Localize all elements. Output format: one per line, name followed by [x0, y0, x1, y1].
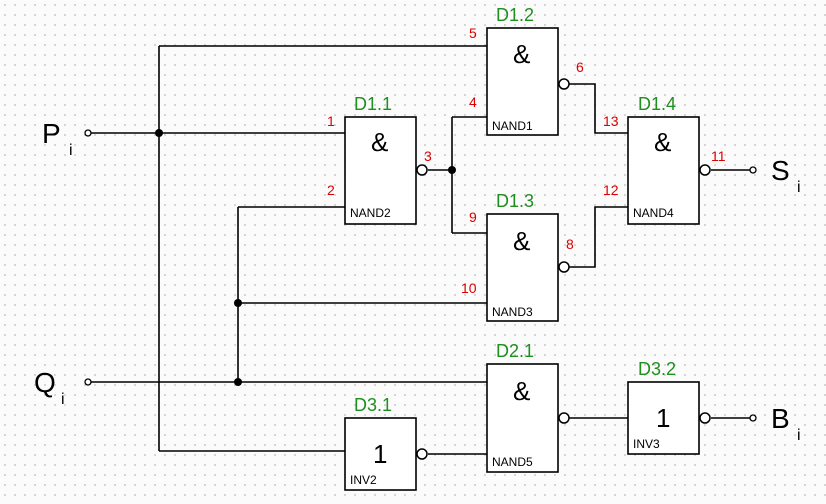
gate-d14-ref: D1.4 [638, 94, 676, 114]
gate-d21-box [486, 363, 559, 473]
gate-d32-inversion-bubble [699, 412, 711, 424]
gate-d14-symbol: & [654, 127, 671, 157]
signal-q-label: Q [34, 367, 56, 398]
gate-d13-inversion-bubble [558, 261, 570, 273]
gate-d11-pin-out: 3 [424, 148, 432, 164]
gate-d21-name: NAND5 [492, 455, 533, 469]
gate-d13-name: NAND3 [492, 305, 533, 319]
junction-dot [448, 166, 456, 174]
terminal-p [84, 129, 92, 137]
gate-d32-ref: D3.2 [638, 359, 676, 379]
junctions [155, 129, 456, 386]
gate-d11-pin-in2: 2 [327, 182, 335, 198]
gate-d31-name: INV2 [350, 473, 377, 487]
gate-d13-ref: D1.3 [496, 191, 534, 211]
gate-d12-inversion-bubble [558, 78, 570, 90]
terminal-b [749, 414, 757, 422]
signal-p-subscript: i [69, 142, 73, 159]
gate-d21-ref: D2.1 [496, 341, 534, 361]
junction-dot [234, 378, 242, 386]
gate-d12-box [486, 27, 559, 136]
terminals [84, 129, 757, 422]
signal-s-label: S [771, 155, 790, 186]
signal-b-label: B [771, 403, 790, 434]
gate-d14: D1.4 & NAND4 13 12 11 [603, 94, 726, 225]
signal-p-label: P [42, 118, 61, 149]
gate-d32-symbol: 1 [656, 403, 670, 433]
gate-d31-box [344, 417, 417, 491]
gate-d14-name: NAND4 [633, 206, 674, 220]
junction-dot [155, 129, 163, 137]
gate-d32: D3.2 1 INV3 [627, 359, 711, 455]
gate-d11-inversion-bubble [416, 164, 428, 176]
gate-d12: D1.2 & NAND1 5 4 6 [469, 5, 584, 136]
gate-d11-pin-in1: 1 [327, 113, 335, 129]
gate-d13-pin-in2: 10 [461, 280, 477, 296]
gate-d13-pin-in1: 9 [469, 209, 477, 225]
terminal-s [749, 166, 757, 174]
gate-d21: D2.1 & NAND5 [486, 341, 570, 473]
gate-d12-pin-in2: 4 [469, 94, 477, 110]
gate-d12-name: NAND1 [492, 119, 533, 133]
gate-d31: D3.1 1 INV2 [344, 395, 428, 491]
gate-d21-symbol: & [513, 376, 530, 406]
gate-d11-symbol: & [371, 127, 388, 157]
gate-d13-symbol: & [513, 226, 530, 256]
gate-d13-box [486, 213, 559, 322]
gate-d11-ref: D1.1 [354, 94, 392, 114]
gate-d32-box [627, 381, 700, 455]
junction-dot [234, 299, 242, 307]
gate-d31-ref: D3.1 [354, 395, 392, 415]
signal-s-subscript: i [797, 179, 801, 196]
gate-d12-symbol: & [513, 39, 530, 69]
gate-d14-pin-out: 11 [711, 148, 726, 164]
wire-d12-to-d14 [569, 83, 628, 134]
wire-d13-to-d14 [569, 206, 628, 268]
gate-d11: D1.1 & NAND2 1 2 3 [327, 94, 432, 225]
gate-d12-ref: D1.2 [496, 5, 534, 25]
gate-d14-box [627, 116, 700, 225]
gate-d31-inversion-bubble [416, 448, 428, 460]
gate-d12-pin-out: 6 [576, 59, 584, 75]
wires [91, 45, 750, 455]
gate-d13: D1.3 & NAND3 9 10 8 [461, 191, 574, 322]
gate-d14-inversion-bubble [699, 164, 711, 176]
signal-q-subscript: i [61, 391, 65, 408]
gate-d14-pin-in1: 13 [603, 113, 619, 129]
gate-d12-pin-in1: 5 [469, 25, 477, 41]
gate-d14-pin-in2: 12 [603, 182, 619, 198]
gate-d13-pin-out: 8 [566, 236, 574, 252]
gate-d31-symbol: 1 [373, 439, 387, 469]
signal-labels: P i Q i S i B i [34, 118, 801, 444]
gate-d11-name: NAND2 [350, 206, 391, 220]
terminal-q [84, 378, 92, 386]
gate-d21-inversion-bubble [558, 412, 570, 424]
gate-d32-name: INV3 [633, 437, 660, 451]
signal-b-subscript: i [797, 427, 801, 444]
gate-d11-box [344, 116, 417, 225]
